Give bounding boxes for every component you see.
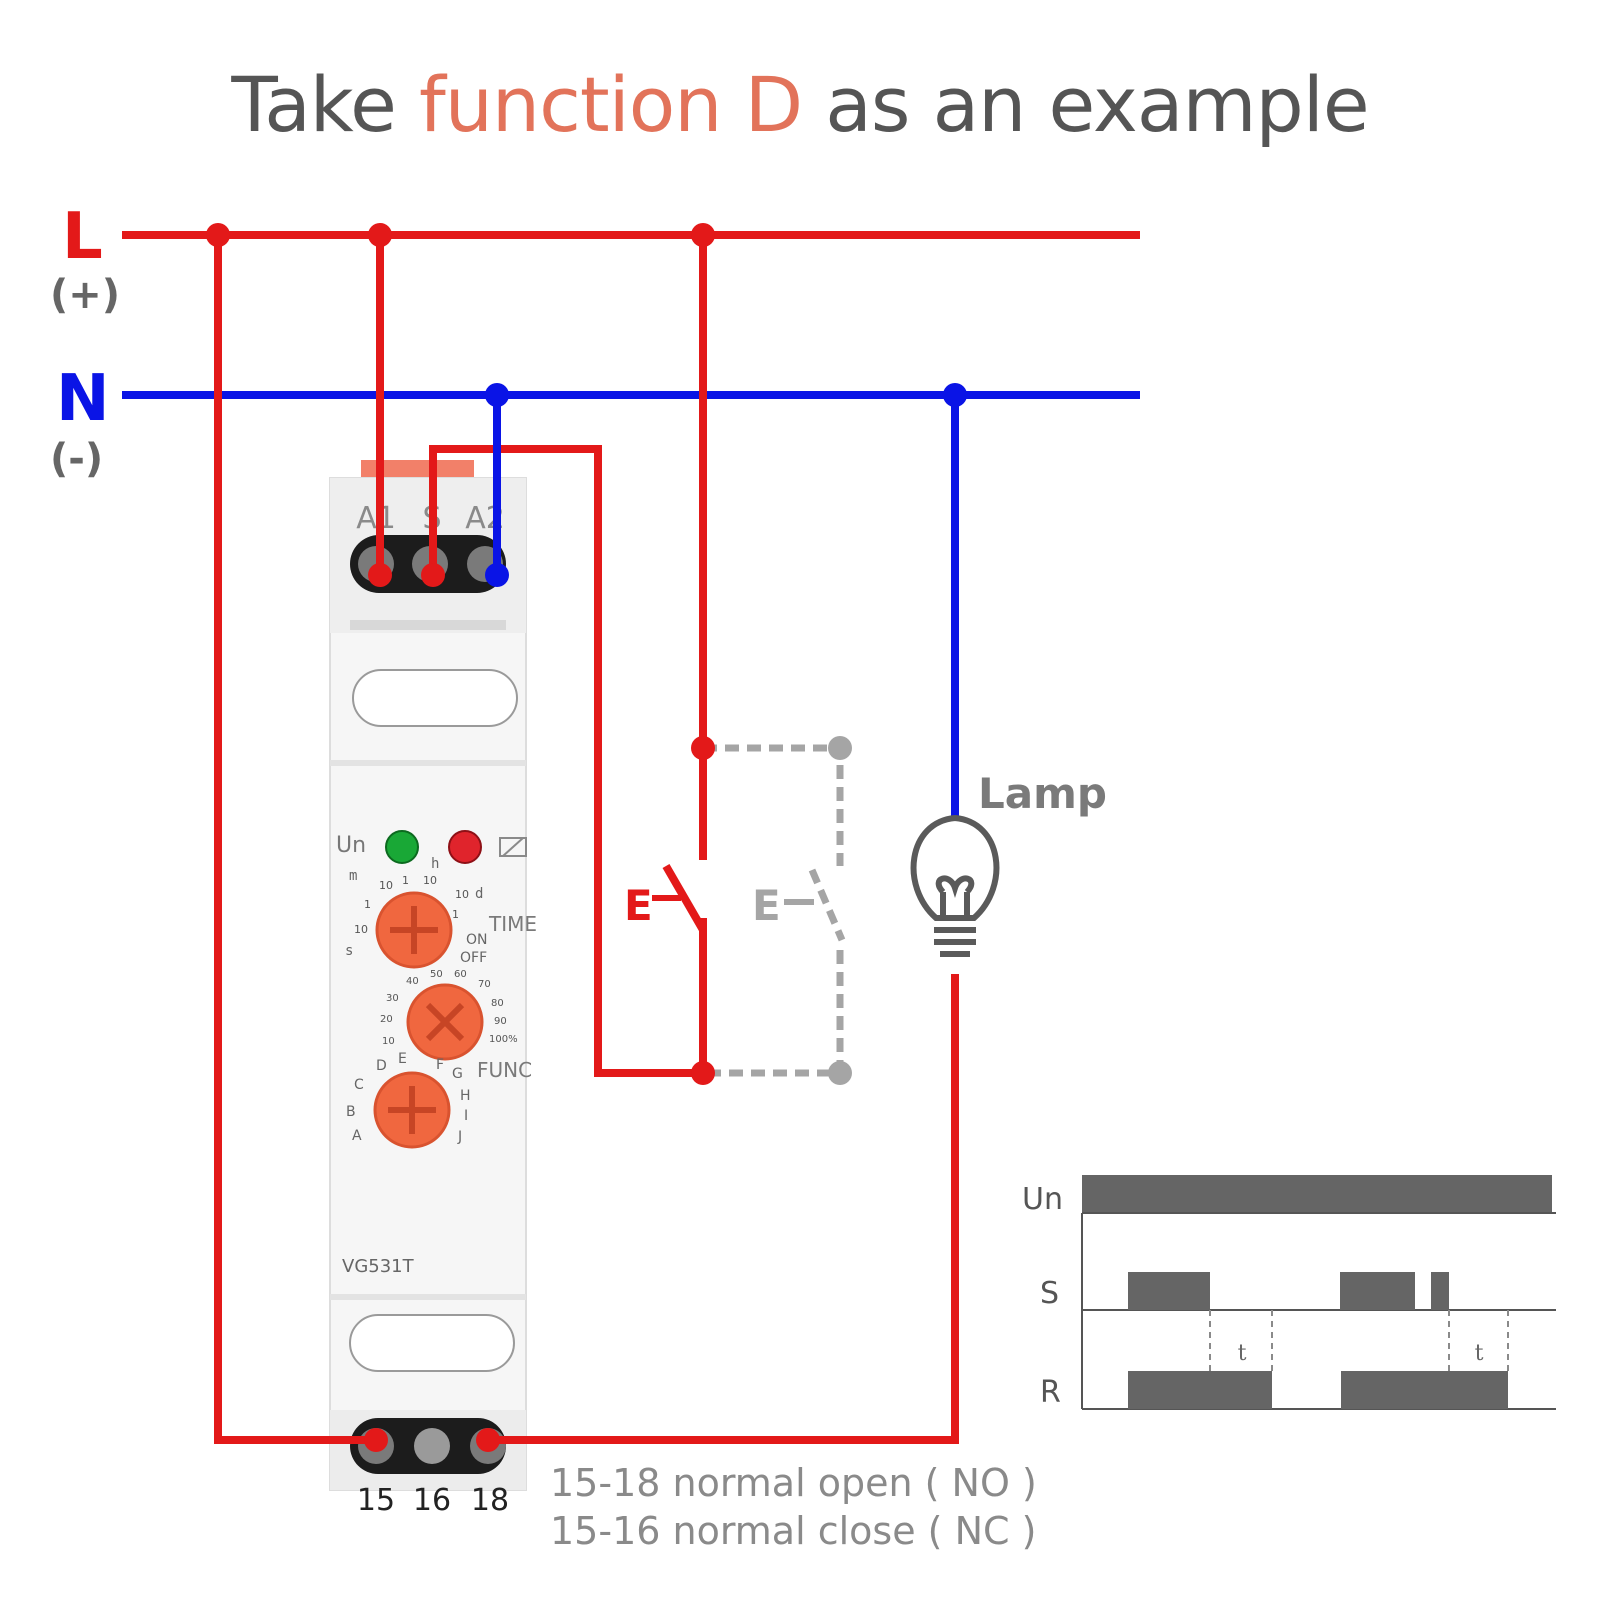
r-pulse-2 (1341, 1371, 1508, 1409)
relay-led (448, 830, 482, 864)
title-highlight: function D (418, 60, 803, 149)
time-scale-0: 10 (379, 879, 393, 892)
lamp-icon (910, 814, 1000, 957)
panel-divider-bottom (330, 1294, 526, 1300)
s-pulse-1 (1128, 1272, 1210, 1310)
time-dial-label: TIME (488, 912, 537, 936)
switch-blade[interactable] (662, 863, 707, 933)
un-led-label: Un (336, 833, 366, 858)
timing-row-s: S (1040, 1276, 1059, 1311)
junction-dots (206, 223, 967, 1452)
time-scale-1: 1 (402, 874, 409, 887)
s-pulse-3 (1431, 1272, 1449, 1310)
percent-dial[interactable] (406, 983, 484, 1061)
percent-scale-20: 20 (380, 1014, 393, 1025)
unit-mark-d: d (475, 886, 483, 902)
diagram-title: Take function D as an example (0, 60, 1600, 149)
label-strip (350, 620, 506, 630)
terminal-screw-16 (414, 1428, 450, 1464)
terminal-label-18: 18 (471, 1483, 509, 1518)
title-prefix: Take (231, 60, 419, 149)
time-setting-off: OFF (460, 950, 487, 966)
time-scale-3: 1 (364, 898, 371, 911)
switch-label: E (624, 881, 653, 930)
r-pulse-1 (1128, 1371, 1272, 1409)
percent-scale-90: 90 (494, 1016, 507, 1027)
power-led (385, 830, 419, 864)
relay-module: A1 S A2 Un m h d s 10 1 10 1 10 10 1 T (329, 460, 537, 1518)
time-scale-4: 10 (354, 923, 368, 936)
note-no-contact: 15-18 normal open ( NO ) (550, 1461, 1037, 1505)
func-option-a: A (352, 1128, 362, 1144)
note-nc-contact: 15-16 normal close ( NC ) (550, 1509, 1036, 1553)
delay-label-1: t (1238, 1341, 1247, 1366)
relay-model-label: VG531T (342, 1256, 415, 1277)
percent-scale-50: 50 (430, 969, 443, 980)
time-scale-6: 1 (452, 908, 459, 921)
line-rail-letter: L (62, 200, 103, 274)
line-rail-polarity: (+) (50, 272, 120, 318)
timing-row-un: Un (1022, 1182, 1063, 1217)
wire-l-to-15 (214, 235, 376, 1444)
function-dial[interactable] (373, 1071, 451, 1149)
func-option-b: B (346, 1104, 356, 1120)
title-suffix: as an example (802, 60, 1369, 149)
func-option-c: C (354, 1077, 364, 1093)
func-option-e: E (398, 1051, 407, 1067)
unit-mark-s: s (345, 943, 353, 959)
func-dial-label: FUNC (477, 1058, 532, 1082)
time-scale-2: 10 (423, 874, 437, 887)
percent-scale-100: 100% (489, 1034, 518, 1045)
func-option-d: D (376, 1058, 387, 1074)
timing-row-r: R (1040, 1375, 1061, 1410)
percent-scale-40: 40 (406, 976, 419, 987)
neutral-rail-letter: N (56, 362, 110, 436)
unit-mark-m: m (349, 868, 357, 884)
un-signal (1082, 1175, 1552, 1213)
func-option-j: J (457, 1129, 462, 1145)
func-option-h: H (460, 1088, 471, 1104)
s-pulse-2 (1340, 1272, 1415, 1310)
func-option-g: G (452, 1066, 463, 1082)
timing-diagram: Un S R t t (1022, 1175, 1556, 1410)
time-scale-5: 10 (455, 888, 469, 901)
lower-clip-slot (349, 1314, 515, 1372)
wire-switch-to-s (429, 445, 707, 1077)
terminal-label-15: 15 (357, 1483, 395, 1518)
func-option-f: F (436, 1057, 444, 1073)
panel-divider-top (330, 760, 526, 766)
time-dial[interactable] (375, 891, 453, 969)
delay-label-2: t (1475, 1341, 1484, 1366)
relay-top-tab (361, 460, 474, 480)
percent-scale-30: 30 (386, 993, 399, 1004)
terminal-label-16: 16 (413, 1483, 451, 1518)
alternate-switch-label: E (752, 881, 781, 930)
relay-coil-icon (499, 837, 527, 857)
neutral-rail-polarity: (-) (50, 436, 103, 482)
upper-clip-slot (352, 669, 518, 727)
percent-scale-80: 80 (491, 998, 504, 1009)
func-option-i: I (464, 1108, 468, 1124)
percent-scale-10: 10 (382, 1036, 395, 1047)
percent-scale-60: 60 (454, 969, 467, 980)
time-setting-on: ON (466, 932, 488, 948)
wire-lamp-to-18 (488, 974, 959, 1444)
lamp-label: Lamp (978, 769, 1107, 818)
unit-mark-h: h (431, 856, 439, 872)
percent-scale-70: 70 (478, 979, 491, 990)
